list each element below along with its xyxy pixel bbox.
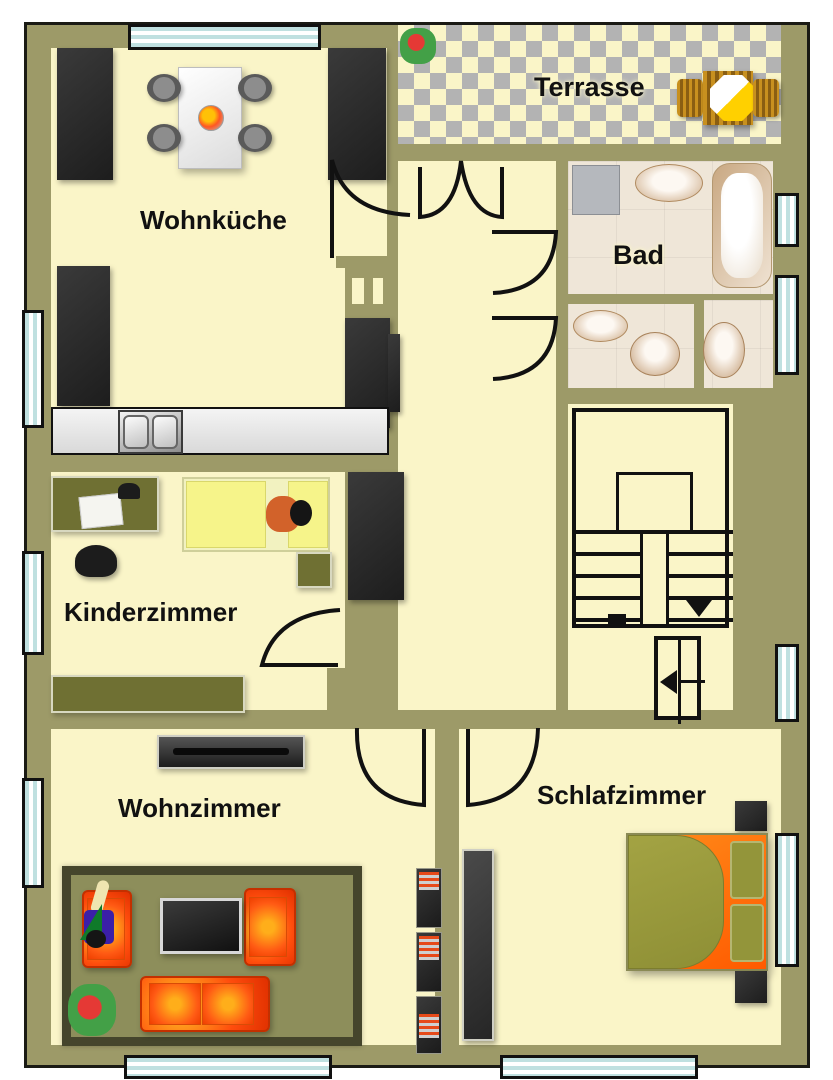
stair-center-right [666,530,669,628]
window-stair-east[interactable] [775,644,799,722]
window-bath-east-lower[interactable] [775,275,799,375]
desk-lamp-icon [118,483,140,499]
stair-well-left [616,472,619,532]
dining-chair-se [238,124,272,152]
fruit-bowl-icon [198,105,224,131]
living-potted-plant [68,984,116,1036]
wash-basin-bad [635,164,703,202]
dining-chair-ne [238,74,272,102]
room-label-wohnzimmer: Wohnzimmer [118,793,281,823]
wall-hall-east-upper [556,153,568,294]
stair-tread-r2 [667,574,733,578]
window-kids-west[interactable] [22,551,44,655]
wall-slot-b [373,278,383,304]
kids-bed-sheet [186,481,266,548]
garden-chair-left [677,79,703,117]
wall-kids-south [27,710,345,729]
wall-slot-a [352,278,364,304]
living-sofa-seat-left [149,983,201,1025]
kids-nightstand [296,552,332,588]
toilet-left [630,332,680,376]
kids-wardrobe [348,472,404,600]
window-living-south[interactable] [124,1055,332,1079]
kids-sideboard [51,675,245,713]
room-label-kinderzimmer: Kinderzimmer [64,597,238,627]
wall-wc-divider [694,300,704,392]
wall-terrace-south [387,144,781,161]
wall-stair-east [733,404,781,726]
stair-tread-l1 [576,552,642,556]
books-1 [419,872,439,890]
living-tv-stand [157,735,305,769]
bedroom-pillow-top [730,841,764,899]
wall-kids-south-step [327,668,345,728]
bedroom-nightstand-top [735,801,767,831]
stair-tread-l3 [576,596,642,600]
bathtub [712,163,772,288]
wall-hall-east-mid [556,300,568,392]
books-2 [419,936,439,960]
flower-pot-icon [400,28,436,64]
books-3 [419,1014,439,1038]
kids-person-figure [264,490,312,538]
stair-flight-line [576,530,733,534]
kitchen-cabinet-left [57,48,113,180]
window-bath-east-upper[interactable] [775,193,799,247]
kitchen-cabinet-right [328,48,386,180]
wall-bed-north [459,710,807,729]
dining-chair-nw [147,74,181,102]
shower-tray [572,165,620,215]
bedroom-wardrobe [462,849,494,1041]
kids-desk-paper [78,492,124,530]
stair-tread-r3 [667,596,733,600]
wall-kitchen-east [387,25,398,162]
staircase [572,408,733,628]
stair-tread-l2 [576,574,642,578]
kitchen-cabinet-lowright2 [388,334,400,412]
living-sofa-seat-right [202,983,254,1025]
room-label-schlafzimmer: Schlafzimmer [537,780,707,810]
toilet-right [703,322,745,378]
stair-well-right [690,472,693,532]
garden-chair-right [753,79,779,117]
window-kitchen-west[interactable] [22,310,44,428]
living-armchair-right-seat [249,897,287,957]
wall-hall-east-lower [556,404,568,726]
window-kitchen-north[interactable] [128,24,321,50]
bedroom-duvet [628,835,724,969]
window-bedroom-south[interactable] [500,1055,698,1079]
room-label-wohnkueche: Wohnküche [140,205,287,235]
bedroom-nightstand-bottom [735,971,767,1003]
room-label-bad: Bad [613,240,665,270]
dining-chair-sw [147,124,181,152]
window-living-west[interactable] [22,778,44,888]
bedroom-pillow-bottom [730,904,764,962]
room-label-terrasse: Terrasse [534,72,645,102]
wall-west [27,25,51,1065]
wall-living-north [345,710,435,729]
living-coffee-table [160,898,242,954]
stair-well-outline [616,472,693,475]
floor-hallway [398,155,556,725]
stair-tread-r1 [667,552,733,556]
kids-desk-chair [75,545,117,577]
arrow-down-icon [686,600,712,617]
landing-step [678,680,705,683]
window-bedroom-east[interactable] [775,833,799,967]
stair-tread-r4 [667,618,733,622]
stair-center-left [640,530,643,628]
kitchen-counter [51,407,389,455]
wall-kitchen-south [27,452,387,472]
stair-landing [654,636,705,724]
parasol [710,75,756,121]
wash-basin-wc [573,310,628,342]
wall-wc-north [556,294,704,304]
arrow-left-icon [660,670,677,694]
stair-newel-post [608,614,626,628]
kitchen-cabinet-lowleft [57,266,110,406]
living-person-figure [80,879,130,962]
kitchen-sink-bowl-left [123,415,149,449]
wall-wc-south [556,388,773,404]
kitchen-sink-bowl-right [152,415,178,449]
